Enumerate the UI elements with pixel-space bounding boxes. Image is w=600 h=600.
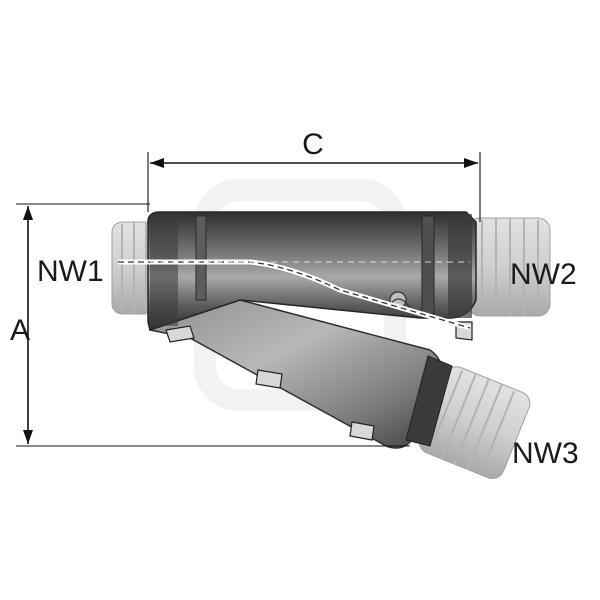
center-path-dashed — [118, 259, 471, 331]
dimension-c-label: C — [302, 128, 324, 161]
port-nw2-label: NW2 — [510, 258, 577, 291]
dimension-a — [16, 203, 410, 447]
conduit-branch — [418, 366, 531, 480]
port-nw3-label: NW3 — [512, 437, 579, 470]
conduit-left — [111, 221, 155, 315]
fitting-main-body — [147, 211, 477, 331]
dimension-a-label: A — [10, 314, 30, 347]
port-nw1-label: NW1 — [37, 255, 104, 288]
latch-clips — [165, 321, 473, 441]
fitting-branch-body — [149, 299, 453, 449]
dimension-c — [147, 152, 481, 222]
conduit-right — [467, 217, 551, 317]
